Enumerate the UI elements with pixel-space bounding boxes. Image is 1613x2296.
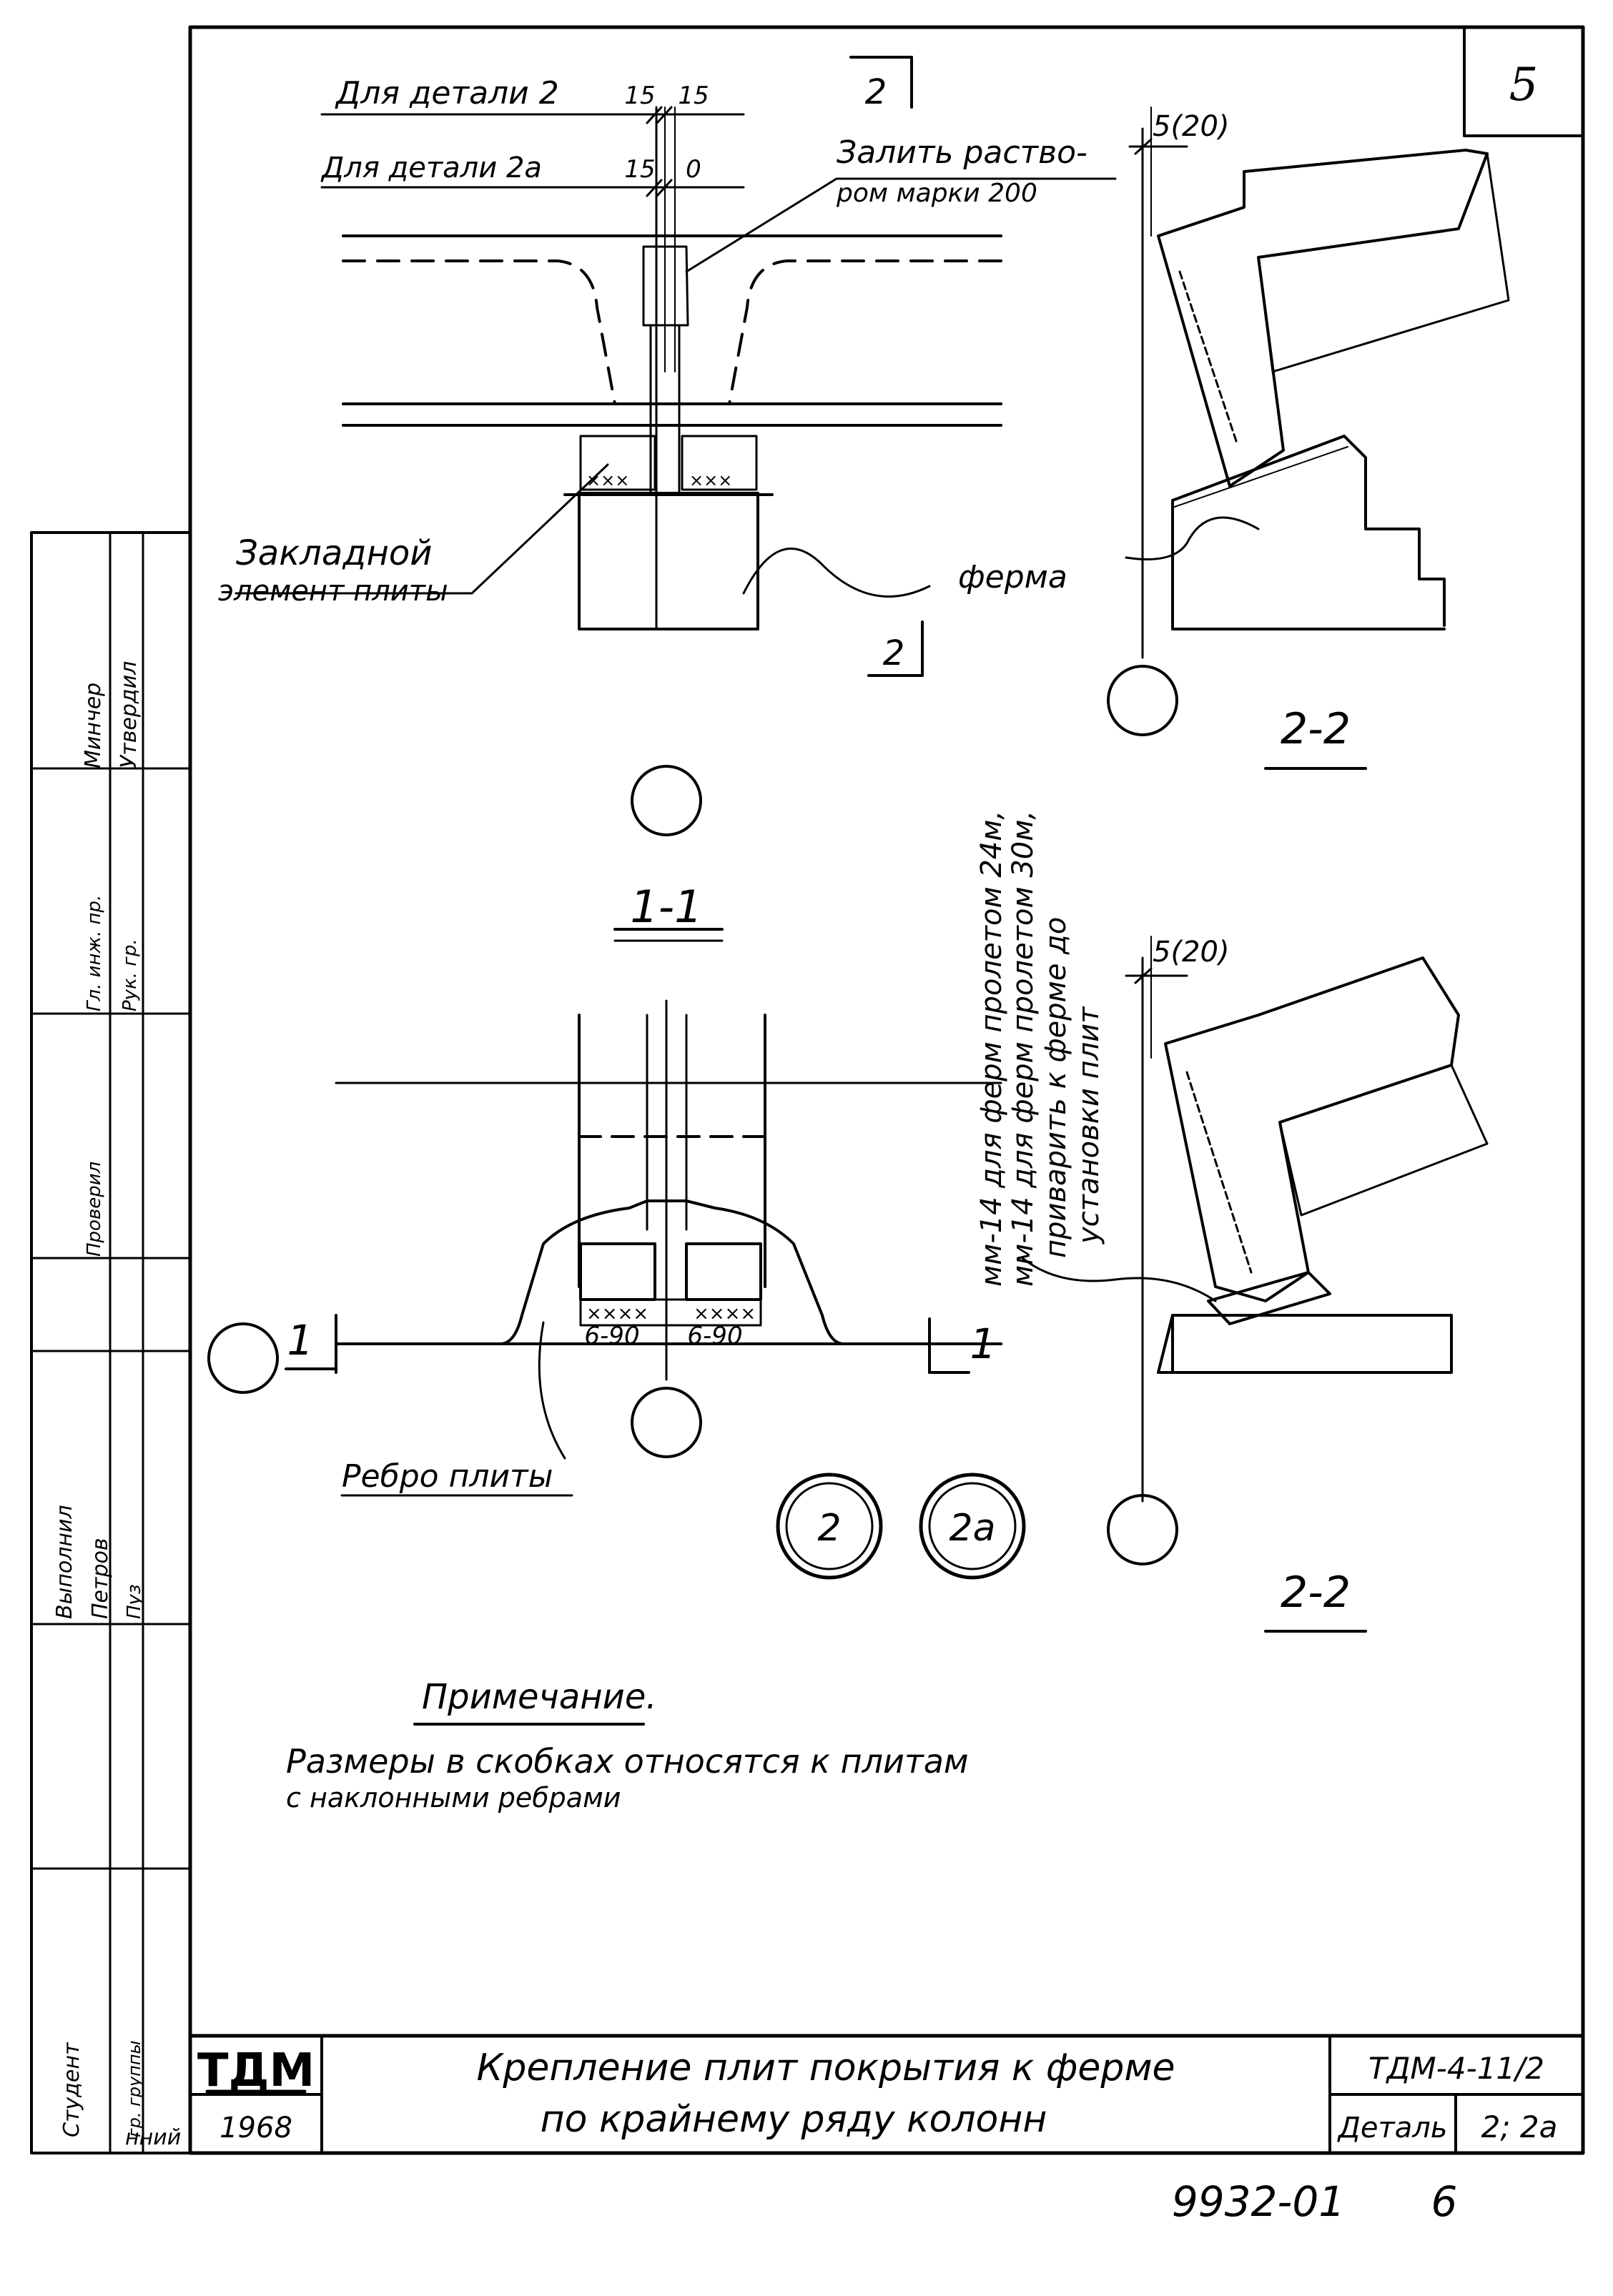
dim-2-left: 15 bbox=[624, 81, 655, 110]
detail-value: 2; 2а bbox=[1481, 2109, 1558, 2144]
truss-label: ферма bbox=[958, 559, 1067, 595]
vertical-note-1: мм-14 для ферм пролетом 24м, bbox=[975, 811, 1008, 1287]
vertical-note-2: мм-14 для ферм пролетом 30м, bbox=[1007, 811, 1040, 1287]
axis-circle-plan bbox=[631, 1387, 702, 1458]
section-marker-right: 1 bbox=[970, 1320, 997, 1368]
label-for-detail-2: Для детали 2 bbox=[335, 75, 559, 112]
callout-2-label: 2 bbox=[817, 1507, 841, 1550]
svg-text:××××: ×××× bbox=[694, 1303, 756, 1325]
vertical-note-3: приварить к ферме до bbox=[1040, 917, 1072, 1258]
detail-2-callout: 2 bbox=[776, 1473, 883, 1580]
stamp-cell-4: Проверил bbox=[84, 1162, 105, 1257]
dim-2a-left: 15 bbox=[624, 155, 655, 184]
title-block: ТДМ 1968 Крепление плит покрытия к ферме… bbox=[188, 2034, 1585, 2154]
plan-detail-drawing: ×××× ×××× bbox=[207, 999, 1002, 1460]
stamp-cell-1: Утвердил bbox=[117, 661, 142, 768]
callout-2a-label: 2а bbox=[949, 1507, 996, 1550]
detail-label: Деталь bbox=[1337, 2112, 1448, 2144]
section-mark-bottom: 2 bbox=[883, 633, 905, 673]
note-heading: Примечание. bbox=[422, 1677, 657, 1717]
section-mark-top: 2 bbox=[865, 72, 887, 112]
label-for-detail-2a: Для детали 2а bbox=[320, 152, 542, 184]
drawing-title-2: по крайнему ряду колонн bbox=[541, 2098, 1047, 2141]
section-2-2-top-drawing bbox=[1107, 107, 1510, 736]
stamp-page: 6 bbox=[1431, 2177, 1458, 2226]
section-title-2-2-top: 2-2 bbox=[1281, 704, 1351, 754]
section-title-2-2-bottom: 2-2 bbox=[1281, 1568, 1351, 1618]
stamp-cell-3: Рук. гр. bbox=[119, 939, 141, 1011]
stamp-cell-8: Студент bbox=[59, 2042, 84, 2137]
grout-note-2: ром марки 200 bbox=[836, 179, 1037, 208]
svg-text:×××: ××× bbox=[586, 470, 629, 490]
stamp-code: 9932-01 bbox=[1172, 2177, 1345, 2226]
rib-label: Ребро плиты bbox=[342, 1458, 553, 1495]
dim-2-2-top: 5(20) bbox=[1153, 110, 1230, 143]
detail-2a-callout: 2а bbox=[919, 1473, 1026, 1580]
stamp-cell-5: Выполнил bbox=[52, 1505, 77, 1619]
sheet-number-box bbox=[1463, 26, 1584, 137]
side-stamp: Минчер Утвердил Гл. инж. пр. Рук. гр. Пр… bbox=[30, 531, 192, 2154]
axis-circle-plan-left bbox=[207, 1322, 279, 1394]
note-line-2: с наклонными ребрами bbox=[286, 1782, 621, 1813]
note-line-1: Размеры в скобках относятся к плитам bbox=[286, 1742, 969, 1781]
weld-left: 6-90 bbox=[584, 1322, 639, 1350]
dim-2-2-bottom: 5(20) bbox=[1153, 936, 1230, 969]
axis-circle-2-bottom bbox=[1107, 1494, 1178, 1565]
section-marker-left: 1 bbox=[287, 1316, 314, 1365]
sheet-number: 5 bbox=[1509, 59, 1539, 112]
vertical-note: мм-14 для ферм пролетом 24м, мм-14 для ф… bbox=[975, 811, 1105, 1287]
stamp-cell-9: гр. группы bbox=[124, 2041, 144, 2137]
embedded-label-1: Закладной bbox=[236, 533, 432, 573]
drawing-title-1: Крепление плит покрытия к ферме bbox=[476, 2047, 1175, 2089]
stamp-cell-2: Гл. инж. пр. bbox=[84, 895, 105, 1011]
embedded-label-2: элемент плиты bbox=[218, 575, 448, 608]
doc-code: ТДМ-4-11/2 bbox=[1368, 2051, 1544, 2086]
vertical-note-4: установки плит bbox=[1072, 1006, 1105, 1245]
year: 1968 bbox=[219, 2112, 292, 2144]
axis-circle-2-top bbox=[1107, 665, 1178, 736]
svg-text:××××: ×××× bbox=[586, 1303, 648, 1325]
dim-2a-right: 0 bbox=[686, 155, 701, 184]
dim-2-right: 15 bbox=[678, 81, 709, 110]
weld-right: 6-90 bbox=[687, 1322, 742, 1350]
stamp-bottom-word: нний bbox=[125, 2125, 181, 2150]
section-2-2-bottom-drawing bbox=[1021, 936, 1489, 1565]
section-title-1-1: 1-1 bbox=[630, 881, 702, 933]
svg-text:×××: ××× bbox=[689, 470, 732, 490]
org-logo: ТДМ bbox=[197, 2044, 315, 2097]
section-1-1-drawing: ××× ××× 2 2 bbox=[235, 56, 1117, 836]
stamp-cell-6: Петров bbox=[88, 1538, 113, 1619]
axis-circle-1 bbox=[631, 765, 702, 836]
grout-note-1: Залить раство- bbox=[837, 134, 1087, 171]
stamp-cell-0: Минчер bbox=[81, 683, 106, 768]
stamp-cell-7: Пуз bbox=[124, 1584, 145, 1619]
